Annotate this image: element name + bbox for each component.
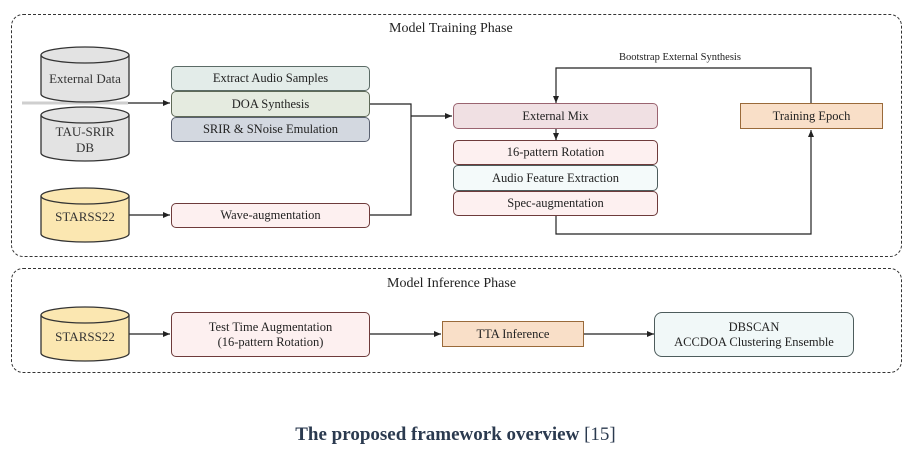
database-icon [40,106,130,162]
inference-starss22-label: STARSS22 [55,329,115,344]
tau-srir-db: TAU-SRIR DB [40,106,130,162]
external-data-db: External Data [40,46,130,104]
training-phase-container [11,14,902,257]
caption-title: The proposed framework overview [295,424,580,445]
bootstrap-external-synthesis-label: Bootstrap External Synthesis [619,52,741,63]
doa-to-merge-line [370,103,412,116]
tta-line1: Test Time Augmentation [208,319,333,334]
srir-snoise-emulation-box: SRIR & SNoise Emulation [171,117,370,142]
rotation-box: 16-pattern Rotation [453,140,658,165]
ensemble-line1: DBSCAN [728,319,780,334]
database-icon [40,306,130,362]
wave-augmentation-box: Wave-augmentation [171,203,370,228]
test-time-augmentation-box: Test Time Augmentation (16-pattern Rotat… [171,312,370,357]
dbscan-ensemble-box: DBSCAN ACCDOA Clustering Ensemble [654,312,854,357]
audio-feature-extraction-box: Audio Feature Extraction [453,165,658,191]
wave-to-merge-line [370,116,412,216]
ensemble-line2: ACCDOA Clustering Ensemble [674,334,834,349]
extract-audio-samples-box: Extract Audio Samples [171,66,370,91]
spec-augmentation-box: Spec-augmentation [453,191,658,216]
inference-phase-title: Model Inference Phase [387,276,517,291]
doa-synthesis-box: DOA Synthesis [171,91,370,117]
external-mix-box: External Mix [453,103,658,129]
caption-reference: [15] [584,424,616,445]
inference-phase-container [11,268,902,373]
starss22-label: STARSS22 [55,209,115,224]
tau-srir-label-line2: DB [75,140,95,155]
starss22-inference-db: STARSS22 [40,306,130,362]
spec-to-epoch-arrow [555,130,814,235]
tta-line2: (16-pattern Rotation) [217,334,324,349]
training-phase-title: Model Training Phase [389,21,513,36]
database-icon [40,187,130,243]
bootstrap-feedback-arrow [553,67,812,103]
database-icon [40,46,130,103]
external-data-label: External Data [49,71,121,86]
tau-srir-label-line1: TAU-SRIR [55,124,115,139]
tta-inference-box: TTA Inference [442,321,584,347]
training-epoch-box: Training Epoch [740,103,883,129]
starss22-training-db: STARSS22 [40,187,130,243]
figure-caption: The proposed framework overview [15] [0,424,911,446]
